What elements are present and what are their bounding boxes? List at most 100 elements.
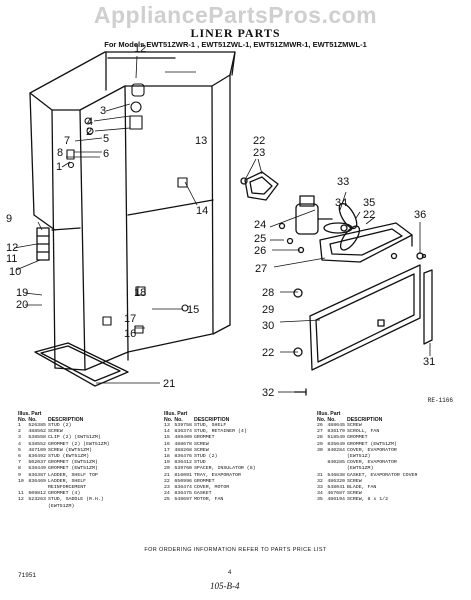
header-part-no: No.	[174, 417, 183, 423]
description: TRAY, EVAPORATOR	[193, 472, 241, 478]
illus-no: 5	[18, 447, 21, 453]
description: (EWT51ZM)	[47, 503, 75, 509]
description: GROMMET (EWT51ZM)	[346, 441, 397, 447]
part-no: 486320	[327, 478, 345, 484]
part-no: 836387	[28, 472, 46, 478]
part-no: 836492	[28, 454, 46, 460]
description: LADDER, SHELF TOP	[47, 472, 98, 478]
illus-no: 10	[18, 478, 24, 484]
callout-12: 12	[134, 43, 146, 55]
illus-no: 22	[164, 478, 170, 484]
part-no: 486194	[327, 497, 345, 503]
callout-16: 16	[124, 328, 136, 340]
document-number: 71951	[18, 572, 37, 579]
callout-4: 4	[87, 116, 93, 128]
illus-no: 23	[164, 485, 170, 491]
liner-hardware	[66, 83, 189, 334]
description: SCREW	[346, 491, 362, 497]
part-no: 836374	[174, 429, 192, 435]
table-header-row: Illus. Part	[17, 411, 111, 417]
table-row: (EWT51Z)	[316, 454, 418, 460]
description: STUD (EWT51ZM)	[47, 454, 90, 460]
callout-20: 20	[16, 299, 28, 311]
header-no: No.	[18, 417, 27, 423]
description: GROMMET (EWT51ZM)	[47, 460, 98, 466]
illus-no: 13	[164, 423, 170, 428]
part-no: 836475	[174, 491, 192, 497]
part-no: 836412	[174, 460, 192, 466]
callout-3: 3	[100, 105, 106, 117]
part-no: 518549	[327, 435, 345, 441]
illus-no: 34	[317, 491, 323, 497]
illus-no	[17, 504, 27, 510]
description: STUD (2)	[193, 454, 218, 460]
part-no: 488268	[174, 447, 192, 453]
part-no: 526385	[28, 423, 46, 428]
header-illus-part: Illus. Part	[317, 411, 341, 417]
callout-15: 15	[187, 304, 199, 316]
part-no: 538449	[28, 466, 46, 472]
handwritten-code: 105-B-4	[210, 581, 240, 591]
part-no: 502037	[28, 460, 46, 466]
part-no	[27, 504, 47, 510]
illus-no: 9	[18, 472, 21, 478]
part-no: 650996	[174, 478, 192, 484]
table-header-row: No.No.DESCRIPTION	[316, 417, 418, 423]
callout-23: 23	[253, 147, 265, 159]
description: (EWT51ZM)	[346, 466, 374, 472]
part-no: 523263	[28, 497, 46, 503]
description: (EWT51Z)	[346, 454, 371, 460]
callout-36: 36	[414, 209, 426, 221]
illus-no: 8	[18, 466, 21, 472]
part-no: 509812	[28, 491, 46, 497]
illus-no: 26	[317, 423, 323, 428]
illus-no: 18	[164, 454, 170, 460]
description: COVER, MOTOR	[193, 485, 230, 491]
description: STUD	[193, 460, 206, 466]
description: MOTOR, FAN	[193, 497, 224, 503]
description: SCREW (EWT51ZM)	[47, 447, 92, 453]
illus-no: 25	[164, 497, 170, 503]
description: SCREW	[193, 447, 209, 453]
illus-no: 11	[18, 491, 24, 497]
motor-cover	[240, 171, 279, 201]
illus-no: 33	[317, 485, 323, 491]
part-no: 835649	[327, 441, 345, 447]
table-row: (EWT51ZM)	[17, 504, 111, 510]
fan-motor	[278, 195, 333, 254]
illus-no: 20	[164, 466, 170, 472]
description: SCREW	[47, 429, 63, 435]
illus-no: 29	[317, 441, 323, 447]
callout-26: 26	[254, 245, 266, 257]
part-no: 538558	[28, 435, 46, 441]
callout-34: 34	[335, 197, 347, 209]
callout-8: 8	[57, 147, 63, 159]
callout-31: 31	[423, 356, 435, 368]
callout-28: 28	[262, 287, 274, 299]
header-illus-part: Illus. Part	[18, 411, 42, 417]
callout-10: 10	[9, 266, 21, 278]
callout-22b: 22	[262, 347, 274, 359]
description: STUD, SHELF	[193, 423, 227, 428]
illus-no: 30	[317, 447, 323, 453]
table-header-row: Illus. Part	[316, 411, 418, 417]
callout-18: 18	[134, 287, 146, 299]
